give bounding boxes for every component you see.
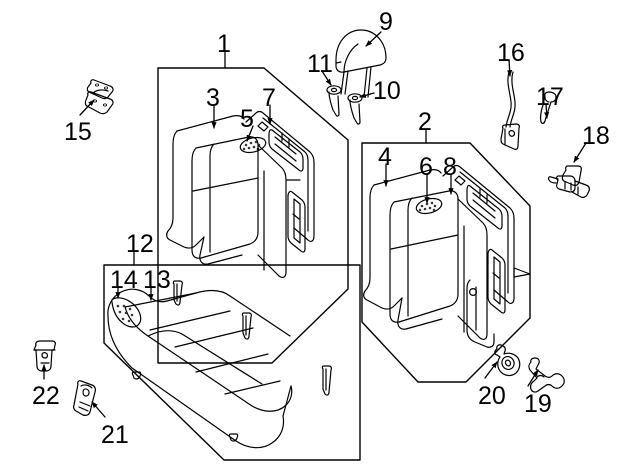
leader-20 <box>484 361 498 379</box>
leader-lines <box>41 31 587 418</box>
part-headrest <box>335 29 387 98</box>
part-wire-harness-connector <box>500 71 520 150</box>
callout-label-12[interactable]: 12 <box>126 230 154 258</box>
part-headrest-guide-free <box>326 85 342 117</box>
callout-label-9[interactable]: 9 <box>379 8 393 36</box>
leader-18 <box>573 142 587 163</box>
callout-label-14[interactable]: 14 <box>110 266 138 294</box>
leader-17 <box>543 103 550 119</box>
leader-19 <box>527 369 539 387</box>
callout-label-16[interactable]: 16 <box>497 39 525 67</box>
callout-label-8[interactable]: 8 <box>443 153 457 181</box>
callout-label-18[interactable]: 18 <box>582 122 610 150</box>
callout-label-21[interactable]: 21 <box>101 421 129 449</box>
leader-16 <box>507 59 513 77</box>
callout-label-13[interactable]: 13 <box>143 266 171 294</box>
group-box-12 <box>103 264 361 461</box>
part-seat-back-left <box>166 110 315 278</box>
part-shoulder-bolt <box>528 357 565 393</box>
part-hinge-bracket <box>548 165 590 198</box>
callout-label-1[interactable]: 1 <box>217 30 231 58</box>
callout-label-5[interactable]: 5 <box>240 105 254 133</box>
callout-label-4[interactable]: 4 <box>378 143 392 171</box>
callout-label-20[interactable]: 20 <box>478 382 506 410</box>
part-headrest-guide-locking <box>347 93 363 125</box>
leader-5 <box>246 125 254 142</box>
part-latch-bracket <box>73 380 96 416</box>
part-pivot-bolt <box>494 344 521 377</box>
leader-10 <box>359 92 375 98</box>
part-bolt-fastener <box>540 91 557 124</box>
part-trim-cap-clip <box>33 340 56 372</box>
callout-label-17[interactable]: 17 <box>536 83 564 111</box>
part-striker-bracket <box>84 79 114 115</box>
callout-label-11[interactable]: 11 <box>307 50 333 78</box>
callout-label-19[interactable]: 19 <box>524 390 552 418</box>
leader-11 <box>321 70 332 86</box>
callout-label-7[interactable]: 7 <box>262 84 276 112</box>
leader-21 <box>91 401 106 418</box>
callout-label-6[interactable]: 6 <box>419 153 433 181</box>
callout-label-15[interactable]: 15 <box>64 118 92 146</box>
callout-label-2[interactable]: 2 <box>418 108 432 136</box>
part-seat-cushion <box>107 280 332 449</box>
callout-label-10[interactable]: 10 <box>373 77 401 105</box>
leader-9 <box>365 31 382 47</box>
callout-label-3[interactable]: 3 <box>206 84 220 112</box>
callout-label-22[interactable]: 22 <box>32 382 60 410</box>
group-box-2 <box>361 142 531 383</box>
leader-15 <box>79 99 95 116</box>
part-seat-back-right <box>363 164 531 348</box>
group-box-1 <box>157 67 349 364</box>
